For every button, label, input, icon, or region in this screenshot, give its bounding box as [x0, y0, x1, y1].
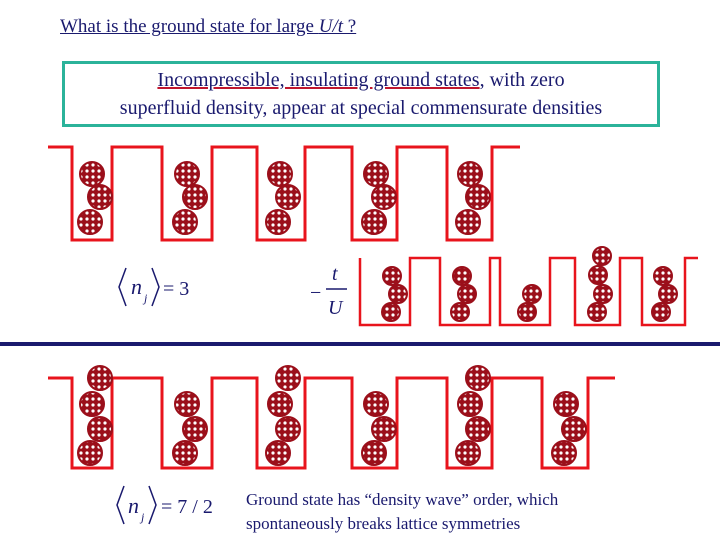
particles-small [381, 246, 678, 322]
svg-text:j: j [139, 510, 145, 524]
particle [593, 284, 613, 304]
particle [182, 184, 208, 210]
lattice-bottom [48, 376, 615, 470]
particle [457, 391, 483, 417]
particle [267, 161, 293, 187]
svg-text:n: n [128, 493, 139, 518]
density-label-top: n j = 3 [118, 267, 189, 307]
particle [450, 302, 470, 322]
particle [361, 209, 387, 235]
particle [87, 416, 113, 442]
particles-top [77, 161, 491, 235]
particle [653, 266, 673, 286]
particle [172, 209, 198, 235]
particle [267, 391, 293, 417]
particle [455, 440, 481, 466]
particle [452, 266, 472, 286]
particle [361, 440, 387, 466]
particles-bottom [77, 365, 587, 466]
caption: Ground state has “density wave” order, w… [246, 488, 558, 536]
particle [587, 302, 607, 322]
particle [79, 161, 105, 187]
hopping-ratio-label: − t U [310, 263, 347, 319]
particle [172, 440, 198, 466]
particle [79, 391, 105, 417]
particle [382, 266, 402, 286]
particle [371, 416, 397, 442]
lattice-small [358, 256, 698, 327]
particle [174, 161, 200, 187]
page-title: What is the ground state for large U/t ? [60, 16, 357, 37]
particle [77, 440, 103, 466]
particle [651, 302, 671, 322]
particle [275, 184, 301, 210]
statement-line-2: superfluid density, appear at special co… [119, 97, 603, 119]
particle [275, 365, 301, 391]
particle [457, 284, 477, 304]
particle [363, 391, 389, 417]
svg-text:n: n [131, 274, 142, 299]
particle [588, 265, 608, 285]
particle [561, 416, 587, 442]
particle [457, 161, 483, 187]
particle [465, 365, 491, 391]
particle [381, 302, 401, 322]
statement-box: Incompressible, insulating ground states… [62, 61, 660, 127]
caption-line-2: spontaneously breaks lattice symmetries [246, 514, 521, 533]
caption-line-1: Ground state has “density wave” order, w… [246, 490, 559, 509]
statement-line-1: Incompressible, insulating ground states… [157, 69, 565, 91]
particle [371, 184, 397, 210]
particle [87, 365, 113, 391]
particle [465, 184, 491, 210]
density-label-bottom: n j = 7 / 2 [116, 485, 213, 525]
svg-text:U: U [328, 297, 344, 319]
particle [174, 391, 200, 417]
svg-text:= 3: = 3 [163, 278, 189, 300]
particle [182, 416, 208, 442]
particle [465, 416, 491, 442]
svg-text:j: j [142, 291, 148, 305]
particle [658, 284, 678, 304]
particle [363, 161, 389, 187]
particle [455, 209, 481, 235]
particle [592, 246, 612, 266]
particle [265, 440, 291, 466]
particle [551, 440, 577, 466]
particle [388, 284, 408, 304]
svg-text:−: − [310, 282, 321, 304]
svg-text:t: t [332, 263, 338, 285]
svg-text:= 7 / 2: = 7 / 2 [161, 496, 213, 518]
particle [77, 209, 103, 235]
particle [275, 416, 301, 442]
particle [522, 284, 542, 304]
particle [553, 391, 579, 417]
particle [87, 184, 113, 210]
particle [517, 302, 537, 322]
particle [265, 209, 291, 235]
